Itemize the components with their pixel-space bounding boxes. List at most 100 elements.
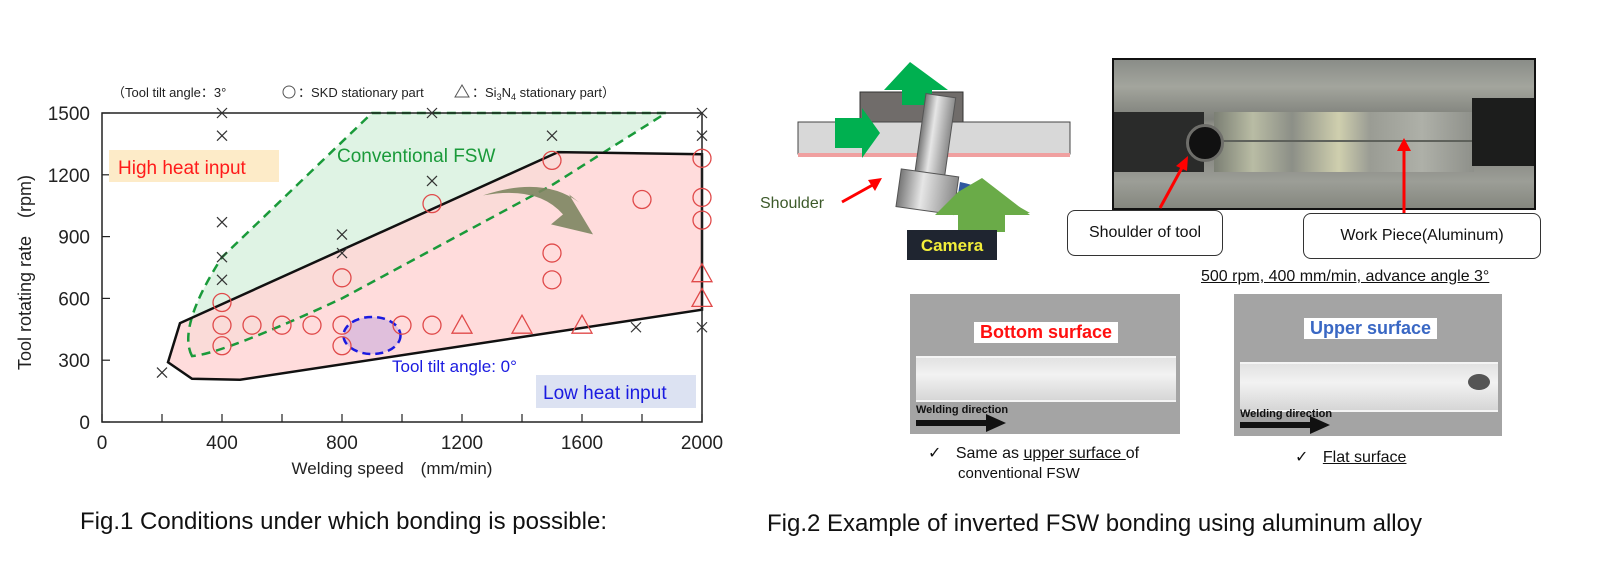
x-stroke: [156, 367, 168, 378]
x-tick-label: 1200: [441, 433, 483, 454]
note-line-2: conventional FSW: [958, 465, 1080, 482]
x-stroke: [216, 107, 228, 119]
si3n4-marker: [450, 313, 474, 334]
x-stroke: [696, 107, 708, 119]
workpiece-arrowhead: [1397, 138, 1411, 151]
skd-marker: [542, 270, 562, 290]
side-view-photo: [1112, 58, 1536, 210]
skd-marker: [242, 315, 262, 335]
check-icon: ✓: [928, 445, 942, 462]
x-axis-label: Welding speed (mm/min): [292, 459, 493, 478]
legend-si3n4: ：Si3N4 stationary part）: [472, 85, 615, 102]
not-bonded-marker: [696, 107, 708, 119]
weld-bead: [916, 356, 1176, 402]
upper-surface-note: ✓ Flat surface: [1295, 448, 1406, 468]
x-stroke: [426, 107, 438, 119]
shoulder-label: Shoulder: [760, 195, 825, 212]
callout-shoulder-of-tool: Shoulder of tool: [1067, 210, 1223, 256]
high-heat-box: [109, 150, 279, 182]
conventional-fsw-label: Conventional FSW: [337, 146, 495, 167]
callout-work-piece: Work Piece(Aluminum): [1303, 213, 1541, 259]
weld-conditions: 500 rpm, 400 mm/min, advance angle 3°: [1201, 268, 1490, 285]
skd-marker: [542, 243, 562, 263]
shoulder-arrow: [1158, 163, 1186, 209]
not-bonded-marker: [546, 130, 558, 142]
figure-2-caption: Fig.2 Example of inverted FSW bonding us…: [767, 510, 1422, 537]
legend-triangle-icon: [454, 84, 470, 98]
si3n4-marker: [690, 287, 714, 308]
camera-arrow-head: [935, 178, 1030, 232]
note-underlined: Flat surface: [1322, 449, 1407, 466]
x-tick-label: 1600: [561, 433, 603, 454]
x-stroke: [546, 130, 558, 142]
upper-surface-label: Upper surface: [1304, 318, 1438, 339]
x-stroke: [216, 216, 228, 228]
x-stroke: [696, 321, 708, 333]
not-bonded-marker: [630, 321, 642, 333]
x-stroke: [216, 274, 228, 286]
x-stroke: [696, 130, 708, 142]
skd-marker: [272, 315, 292, 335]
bondable-region-boundary: [166, 150, 704, 382]
not-bonded-marker: [696, 321, 708, 333]
skd-marker: [392, 315, 412, 335]
y-tick-label: 900: [58, 228, 90, 249]
x-stroke: [630, 321, 642, 333]
skd-marker: [212, 336, 232, 356]
legend-subscript: 3: [497, 92, 502, 102]
photo-seam: [1214, 140, 1474, 142]
skd-marker: [422, 315, 442, 335]
skd-marker: [332, 268, 352, 288]
legend-tilt-angle: （Tool tilt angle：3°: [112, 85, 226, 100]
skd-marker: [212, 292, 232, 313]
not-bonded-marker: [216, 216, 228, 228]
welding-direction-arrowhead: [986, 414, 1006, 432]
x-tick-label: 2000: [681, 433, 723, 454]
exit-hole: [1468, 374, 1490, 390]
figure-2: Camera Shoulder Shoulder of tool Work Pi…: [760, 0, 1598, 584]
tilt-zero-ellipse: [342, 315, 402, 356]
skd-marker: [422, 193, 442, 214]
photo-pointer-arrows: [1158, 138, 1411, 213]
legend-text: N: [502, 85, 511, 100]
trend-arrow-icon: [483, 186, 593, 235]
si3n4-marker: [690, 262, 714, 283]
x-stroke: [216, 130, 228, 142]
low-heat-label: Low heat input: [543, 383, 667, 404]
skd-marker: [302, 315, 322, 335]
photo-tool-shoulder: [1186, 124, 1224, 162]
welding-direction-label: Welding direction: [1240, 408, 1333, 420]
not-bonded-marker: [156, 367, 168, 378]
x-tick-label: 400: [206, 433, 238, 454]
x-stroke: [336, 247, 348, 259]
y-tick-label: 300: [58, 351, 90, 372]
skd-marker: [692, 148, 712, 168]
inverted-fsw-diagram: Camera Shoulder: [760, 62, 1071, 260]
weld-bead: [1240, 362, 1498, 412]
x-stroke: [426, 175, 438, 187]
skd-marker: [632, 189, 652, 210]
photo-fixture-right: [1472, 98, 1534, 166]
not-bonded-marker: [336, 229, 348, 240]
skd-marker: [692, 187, 712, 208]
not-bonded-marker: [696, 130, 708, 142]
shoulder-pointer-head: [868, 178, 882, 191]
not-bonded-marker: [216, 251, 228, 263]
not-bonded-marker: [426, 175, 438, 187]
camera-label: Camera: [921, 236, 984, 255]
legend-text: ：Si: [472, 85, 497, 100]
not-bonded-marker: [216, 274, 228, 286]
low-heat-box: [536, 375, 696, 408]
skd-marker: [332, 336, 352, 356]
green-arrow-right-body: [835, 108, 880, 158]
y-tick-label: 600: [58, 289, 90, 310]
x-stroke: [216, 251, 228, 263]
photo-workpiece: [1214, 112, 1474, 172]
note-text-end: of: [1125, 445, 1140, 462]
legend-circle-icon: [282, 85, 296, 99]
high-heat-label: High heat input: [118, 158, 247, 179]
bottom-surface-label: Bottom surface: [974, 322, 1119, 343]
welding-direction-arrow-icon: [916, 420, 988, 426]
